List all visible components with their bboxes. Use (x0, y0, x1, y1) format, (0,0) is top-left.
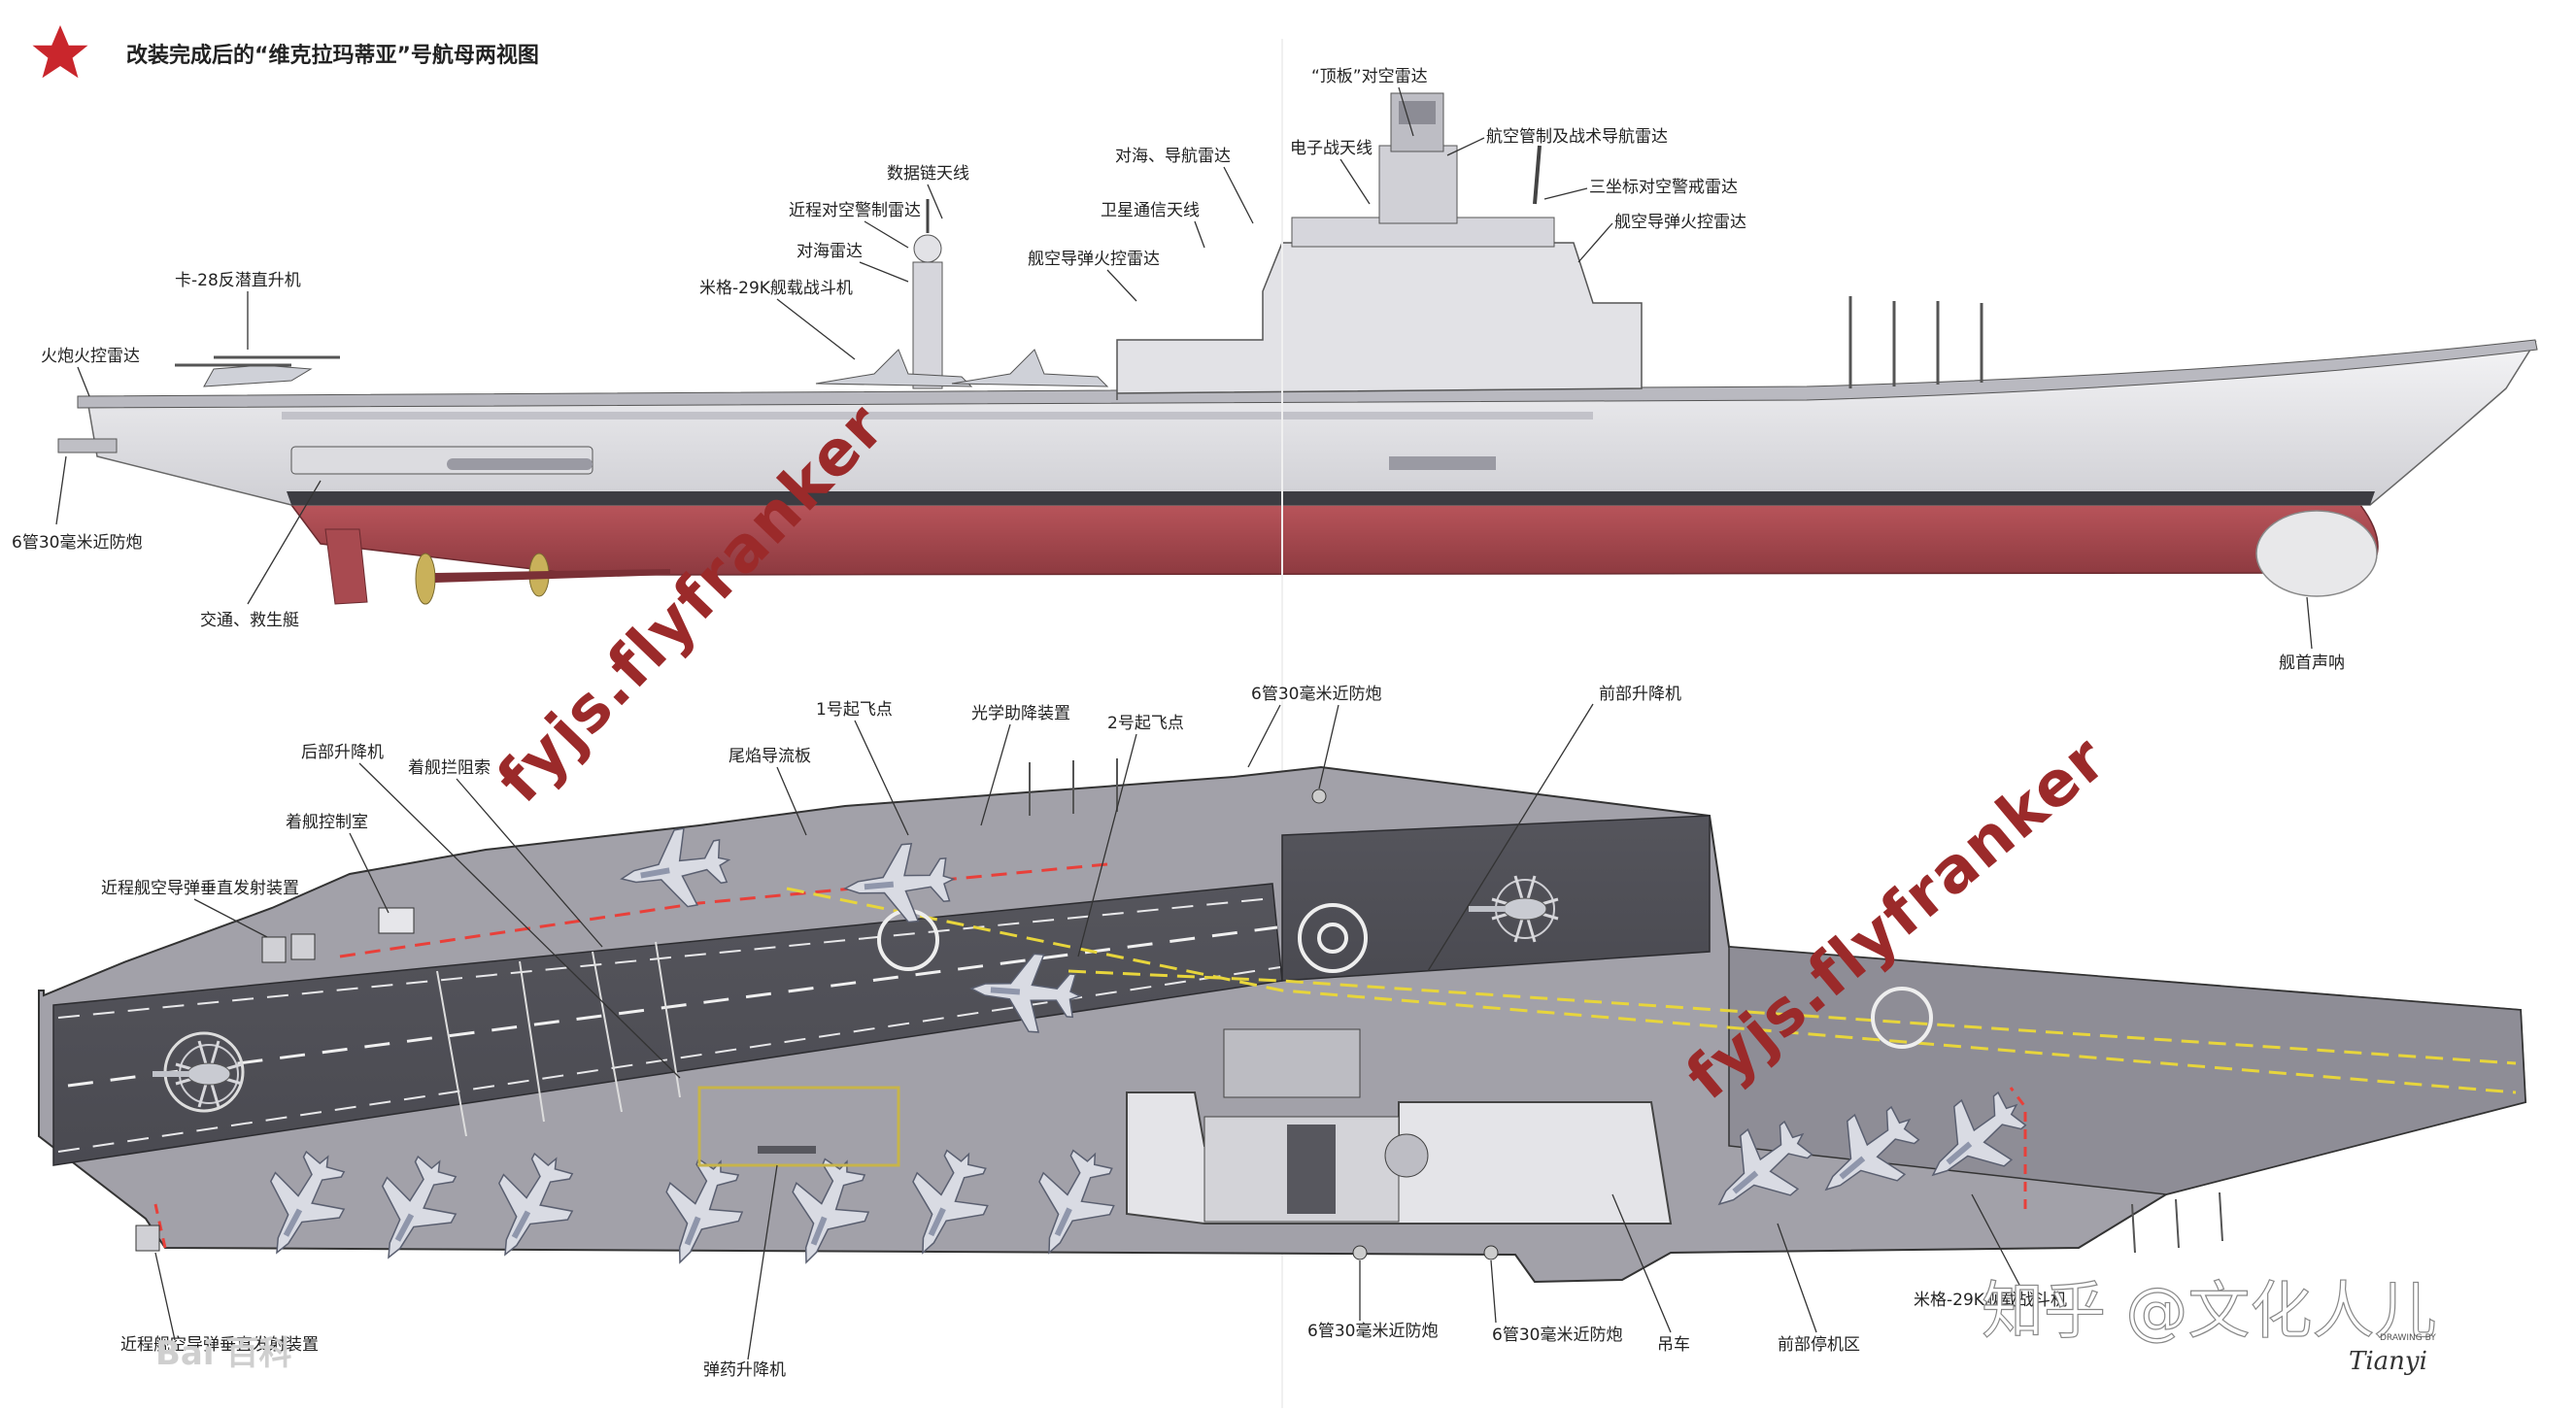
label-lifeboat: 交通、救生艇 (200, 611, 299, 630)
takeoff-circle (1298, 903, 1368, 973)
rudder (324, 528, 368, 605)
signature-caption: DRAWING BY (2380, 1333, 2436, 1343)
ciws-mount (1311, 789, 1327, 804)
watermark-zhihu: 知乎 @文化人儿 (1982, 1276, 2436, 1348)
label-ciws-top: 6管30毫米近防炮 (1251, 685, 1381, 704)
red-star-icon (32, 25, 88, 79)
label-ciws-bottom-2: 6管30毫米近防炮 (1492, 1326, 1622, 1345)
radome (913, 234, 942, 263)
label-landing-control: 着舰控制室 (286, 813, 368, 832)
takeoff-line-2 (1068, 969, 2517, 1065)
ammo-elevator (697, 1086, 900, 1167)
label-optical-landing: 光学助降装置 (971, 704, 1070, 723)
funnel (1287, 1125, 1336, 1214)
radar-face (1399, 101, 1436, 124)
landing-control-room (378, 907, 415, 934)
propeller (415, 553, 436, 605)
side-view (57, 39, 2538, 1408)
bulbous-bow (2255, 510, 2378, 597)
label-arrester-wires: 着舰拦阻索 (408, 758, 491, 778)
landing-centerline (67, 925, 1278, 1088)
label-short-range-air-radar: 近程对空警制雷达 (789, 201, 921, 220)
vls-cell (261, 936, 287, 963)
shaft (435, 569, 670, 583)
label-top-radar: “顶板”对空雷达 (1311, 67, 1428, 86)
label-ciws-side: 6管30毫米近防炮 (12, 533, 142, 553)
label-gun-fire-radar: 火炮火控雷达 (41, 347, 140, 366)
label-front-elevator: 前部升降机 (1599, 685, 1681, 704)
antenna-pole (2175, 1198, 2180, 1249)
label-ka28: 卡-28反潜直升机 (175, 271, 301, 290)
antenna-pole (2131, 1203, 2136, 1254)
page-title: 改装完成后的“维克拉玛蒂亚”号航母两视图 (126, 43, 539, 68)
ciws-mount (1352, 1245, 1368, 1260)
vls-cell (135, 1225, 160, 1252)
deck-view-labels: 1号起飞点 光学助降装置 2号起飞点 6管30毫米近防炮 前部升降机 后部升降机… (101, 685, 2067, 1380)
landing-zone-boundary (153, 1203, 167, 1249)
takeoff-line-1 (786, 887, 2517, 1094)
label-ew-antenna: 电子战天线 (1290, 139, 1373, 158)
label-3d-radar: 三坐标对空警戒雷达 (1589, 178, 1738, 197)
lifeboat (447, 458, 593, 470)
antenna-pole (2219, 1192, 2223, 1242)
3d-radar-mast (1533, 145, 1542, 205)
arrester-wire (655, 941, 681, 1098)
label-missile-fire-radar: 舰空导弹火控雷达 (1028, 250, 1160, 269)
label-missile-fire-radar-right: 舰空导弹火控雷达 (1614, 213, 1746, 232)
label-takeoff-1: 1号起飞点 (816, 700, 893, 720)
label-takeoff-2: 2号起飞点 (1107, 714, 1184, 733)
label-vls: 近程舰空导弹垂直发射装置 (101, 879, 299, 898)
watermark-baidu: Bai 百科 (155, 1334, 291, 1373)
island-superstructure (1116, 242, 1643, 400)
artist-signature: Tianyi (2349, 1347, 2427, 1376)
landing-zone-boundary (339, 862, 1108, 958)
label-vls-bottom: 近程舰空导弹垂直发射装置 (120, 1335, 319, 1355)
ciws-mount (1483, 1245, 1499, 1260)
forward-deck (1281, 815, 1711, 982)
elevator-aft (1223, 1028, 1361, 1098)
arrester-wire (519, 960, 545, 1123)
side-view-labels: “顶板”对空雷达 航空管制及战术导航雷达 电子战天线 对海、导航雷达 数据链天线… (12, 67, 2345, 673)
forward-mast (912, 261, 943, 389)
label-ciws-bottom-1: 6管30毫米近防炮 (1307, 1322, 1438, 1341)
label-bow-sonar: 舰首声呐 (2279, 654, 2345, 673)
boot-topping (287, 491, 2375, 505)
takeoff-circle (1871, 987, 1933, 1049)
mast-top (1384, 1133, 1429, 1178)
arrester-wire (592, 951, 623, 1113)
takeoff-circle (1317, 923, 1348, 954)
deck-view (38, 758, 2527, 1284)
hull-opening (1389, 456, 1496, 470)
arrester-wire (436, 970, 467, 1137)
label-sea-nav-radar: 对海、导航雷达 (1115, 147, 1231, 166)
label-mig-deck: 米格-29K舰载战斗机 (1914, 1291, 2067, 1310)
vls-cell (290, 933, 316, 960)
mig29k-side (815, 349, 1109, 387)
label-mig29k: 米格-29K舰载战斗机 (699, 279, 853, 298)
label-satcom-antenna: 卫星通信天线 (1101, 201, 1200, 220)
label-crane: 吊车 (1657, 1335, 1690, 1355)
label-ammo-elevator: 弹药升降机 (703, 1360, 786, 1380)
stern-gun-sponson (57, 438, 118, 453)
label-jet-blast-deflector: 尾焰导流板 (729, 747, 811, 766)
label-rear-elevator: 后部升降机 (301, 743, 384, 762)
label-sea-radar: 对海雷达 (797, 242, 863, 261)
ammo-elevator-hatch (758, 1146, 816, 1154)
flight-deck-edge (77, 339, 2538, 409)
gallery-deck (282, 412, 1593, 420)
label-datalink-antenna: 数据链天线 (887, 164, 969, 184)
hull-red-underbody (289, 504, 2379, 576)
mast-block (1378, 145, 1458, 224)
runway-edge-line (57, 897, 1273, 1019)
ka28-helicopter (175, 355, 340, 387)
label-air-control-radar: 航空管制及战术导航雷达 (1486, 127, 1668, 147)
label-front-parking: 前部停机区 (1778, 1335, 1860, 1355)
